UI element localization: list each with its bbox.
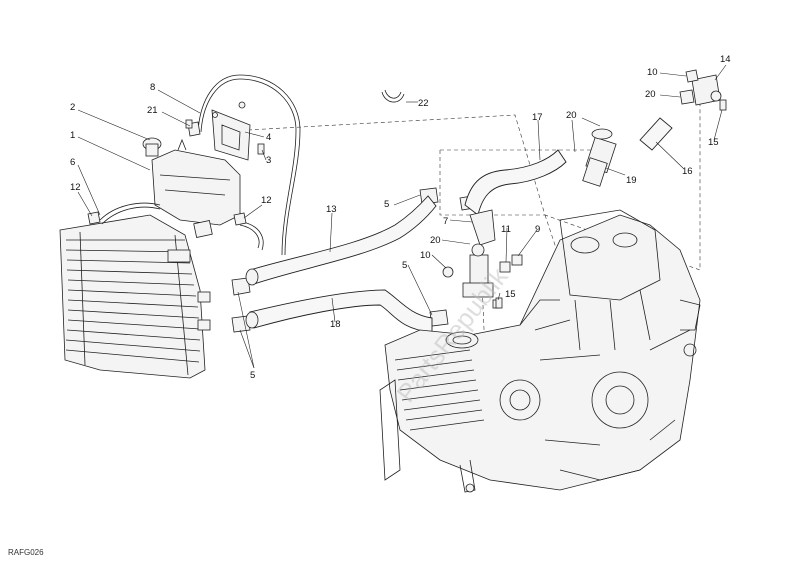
label-20-center: 20 — [430, 235, 441, 246]
short-hose — [639, 117, 673, 151]
label-13: 13 — [326, 204, 337, 215]
label-18: 18 — [330, 319, 341, 330]
label-3: 3 — [266, 155, 271, 166]
coolant-hose-upper — [249, 195, 437, 285]
retaining-clip — [381, 91, 405, 103]
label-16: 16 — [682, 166, 693, 177]
radiator — [59, 214, 211, 379]
leader-lines — [77, 64, 727, 369]
drawing-code: RAFG026 — [8, 548, 44, 557]
label-14: 14 — [720, 54, 731, 65]
tank-bracket — [211, 101, 251, 161]
label-10-center: 10 — [420, 250, 431, 261]
label-20-top: 20 — [566, 110, 577, 121]
thermostat-housing — [582, 128, 617, 187]
overflow-pipe-outer — [200, 78, 297, 256]
label-2: 2 — [70, 102, 75, 113]
label-5-top: 5 — [384, 199, 389, 210]
label-22: 22 — [418, 98, 429, 109]
engine-block — [379, 209, 701, 493]
callout-labels: 2 1 6 12 8 21 4 3 12 13 5 5 18 5 22 17 2… — [70, 54, 731, 381]
label-10-top: 10 — [647, 67, 658, 78]
label-20-right: 20 — [645, 89, 656, 100]
expansion-tank — [142, 137, 241, 238]
label-11: 11 — [501, 224, 511, 235]
coolant-hose-lower — [249, 289, 433, 333]
drain-hose — [239, 224, 260, 249]
temperature-sensor-fitting — [442, 243, 523, 309]
label-12-left: 12 — [70, 182, 81, 193]
label-5-bottom: 5 — [250, 370, 255, 381]
label-6: 6 — [70, 157, 75, 168]
label-7: 7 — [443, 216, 448, 227]
label-12-right: 12 — [261, 195, 272, 206]
label-5-mid: 5 — [402, 260, 407, 271]
label-1: 1 — [70, 130, 75, 141]
outlet-fitting — [679, 69, 722, 106]
label-17: 17 — [532, 112, 543, 123]
label-21: 21 — [147, 105, 158, 116]
breather-hose — [99, 202, 161, 221]
label-15-right: 15 — [708, 137, 719, 148]
elbow-fitting — [469, 209, 496, 246]
label-4: 4 — [266, 132, 271, 143]
label-9: 9 — [535, 224, 540, 235]
overflow-pipe — [197, 74, 301, 256]
label-8: 8 — [150, 82, 155, 93]
label-15-center: 15 — [505, 289, 516, 300]
coolant-hose-bend — [464, 149, 567, 216]
label-19: 19 — [626, 175, 637, 186]
